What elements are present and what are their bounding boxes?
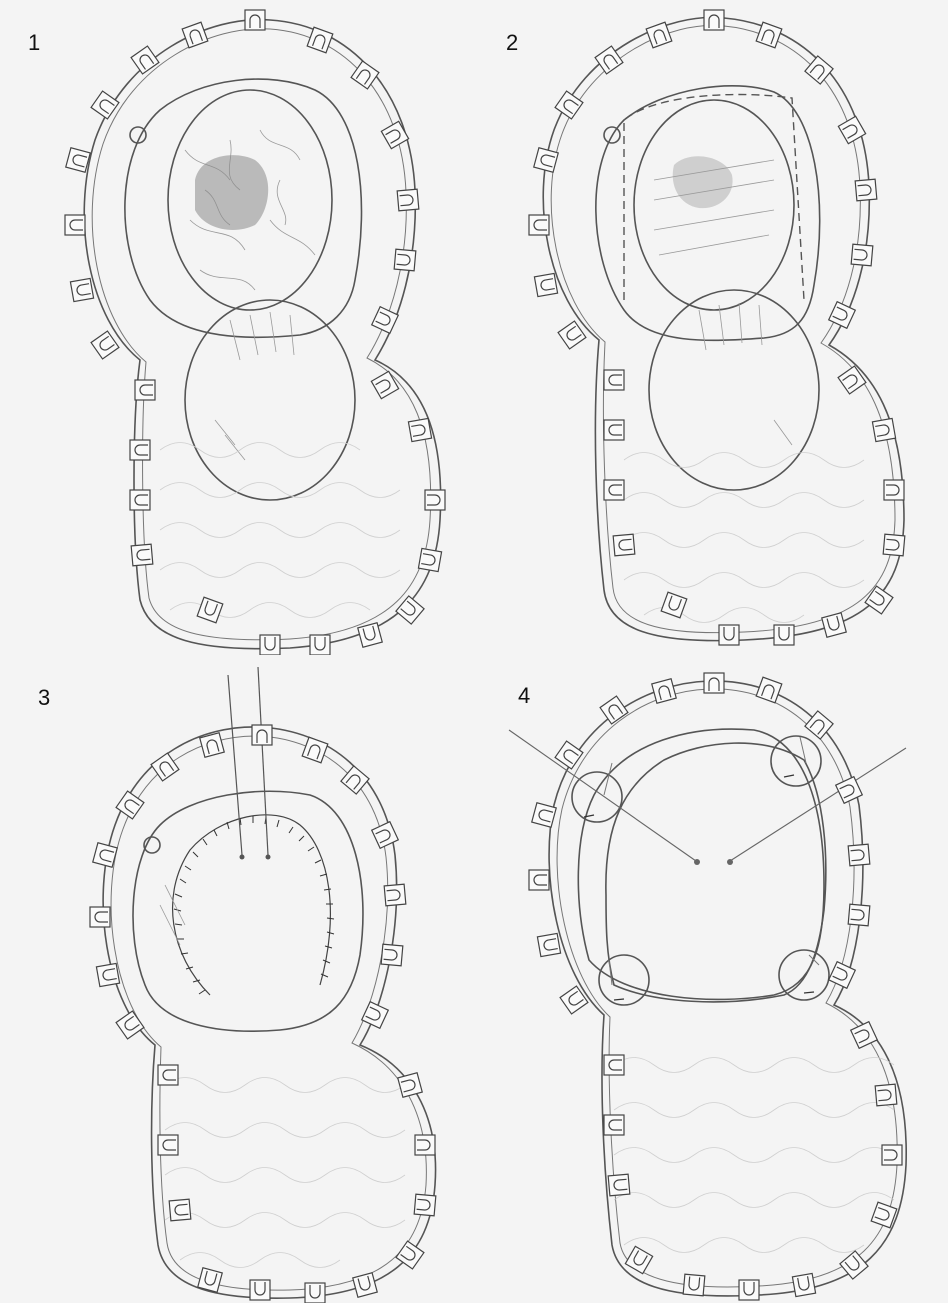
dural-suture-line	[173, 815, 331, 995]
suture-stitches	[174, 816, 334, 994]
lesion	[195, 155, 268, 230]
lesion	[673, 156, 733, 208]
panel-4-drawing	[474, 655, 948, 1303]
panel-1-drawing	[0, 0, 474, 655]
needle-right	[258, 667, 268, 855]
burr-hole-top-right	[771, 736, 821, 786]
suture-left	[509, 730, 696, 861]
panel-2: 2	[474, 0, 948, 655]
panel-3-drawing	[0, 655, 474, 1303]
panel-3: 3	[0, 655, 474, 1303]
cranial-window	[606, 743, 826, 1002]
burr-hole-bottom-left	[599, 955, 649, 1005]
scalp-clips	[529, 673, 902, 1300]
scalp-clips	[65, 10, 445, 655]
panel-2-drawing	[474, 0, 948, 655]
suture-right	[730, 748, 906, 861]
panel-1: 1	[0, 0, 474, 655]
needle-left	[228, 675, 242, 855]
panel-4: 4	[474, 655, 948, 1303]
bone-flap	[185, 300, 355, 500]
